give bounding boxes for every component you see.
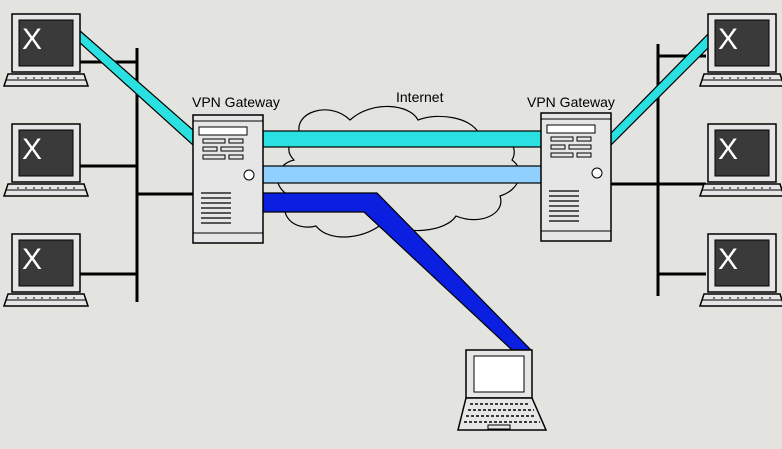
x-glyph: X [22,133,42,166]
gateway-right-label: VPN Gateway [527,94,615,110]
vpn-gateway-left [192,114,264,244]
workstation-left-1: X [3,13,89,87]
internet-label: Internet [396,89,444,105]
workstation-left-3: X [3,233,89,307]
gateway-left-label: VPN Gateway [192,94,280,110]
vpn-gateway-right [540,112,612,242]
x-glyph: X [718,23,738,56]
x-glyph: X [22,243,42,276]
workstation-right-2: X [699,123,782,197]
x-glyph: X [718,243,738,276]
right-lan-backbone [611,44,706,296]
tunnel-light-blue [262,165,544,184]
workstation-left-2: X [3,123,89,197]
x-glyph: X [22,23,42,56]
workstation-right-1: X [699,13,782,87]
laptop-icon [457,349,548,431]
x-glyph: X [718,133,738,166]
workstation-right-3: X [699,233,782,307]
